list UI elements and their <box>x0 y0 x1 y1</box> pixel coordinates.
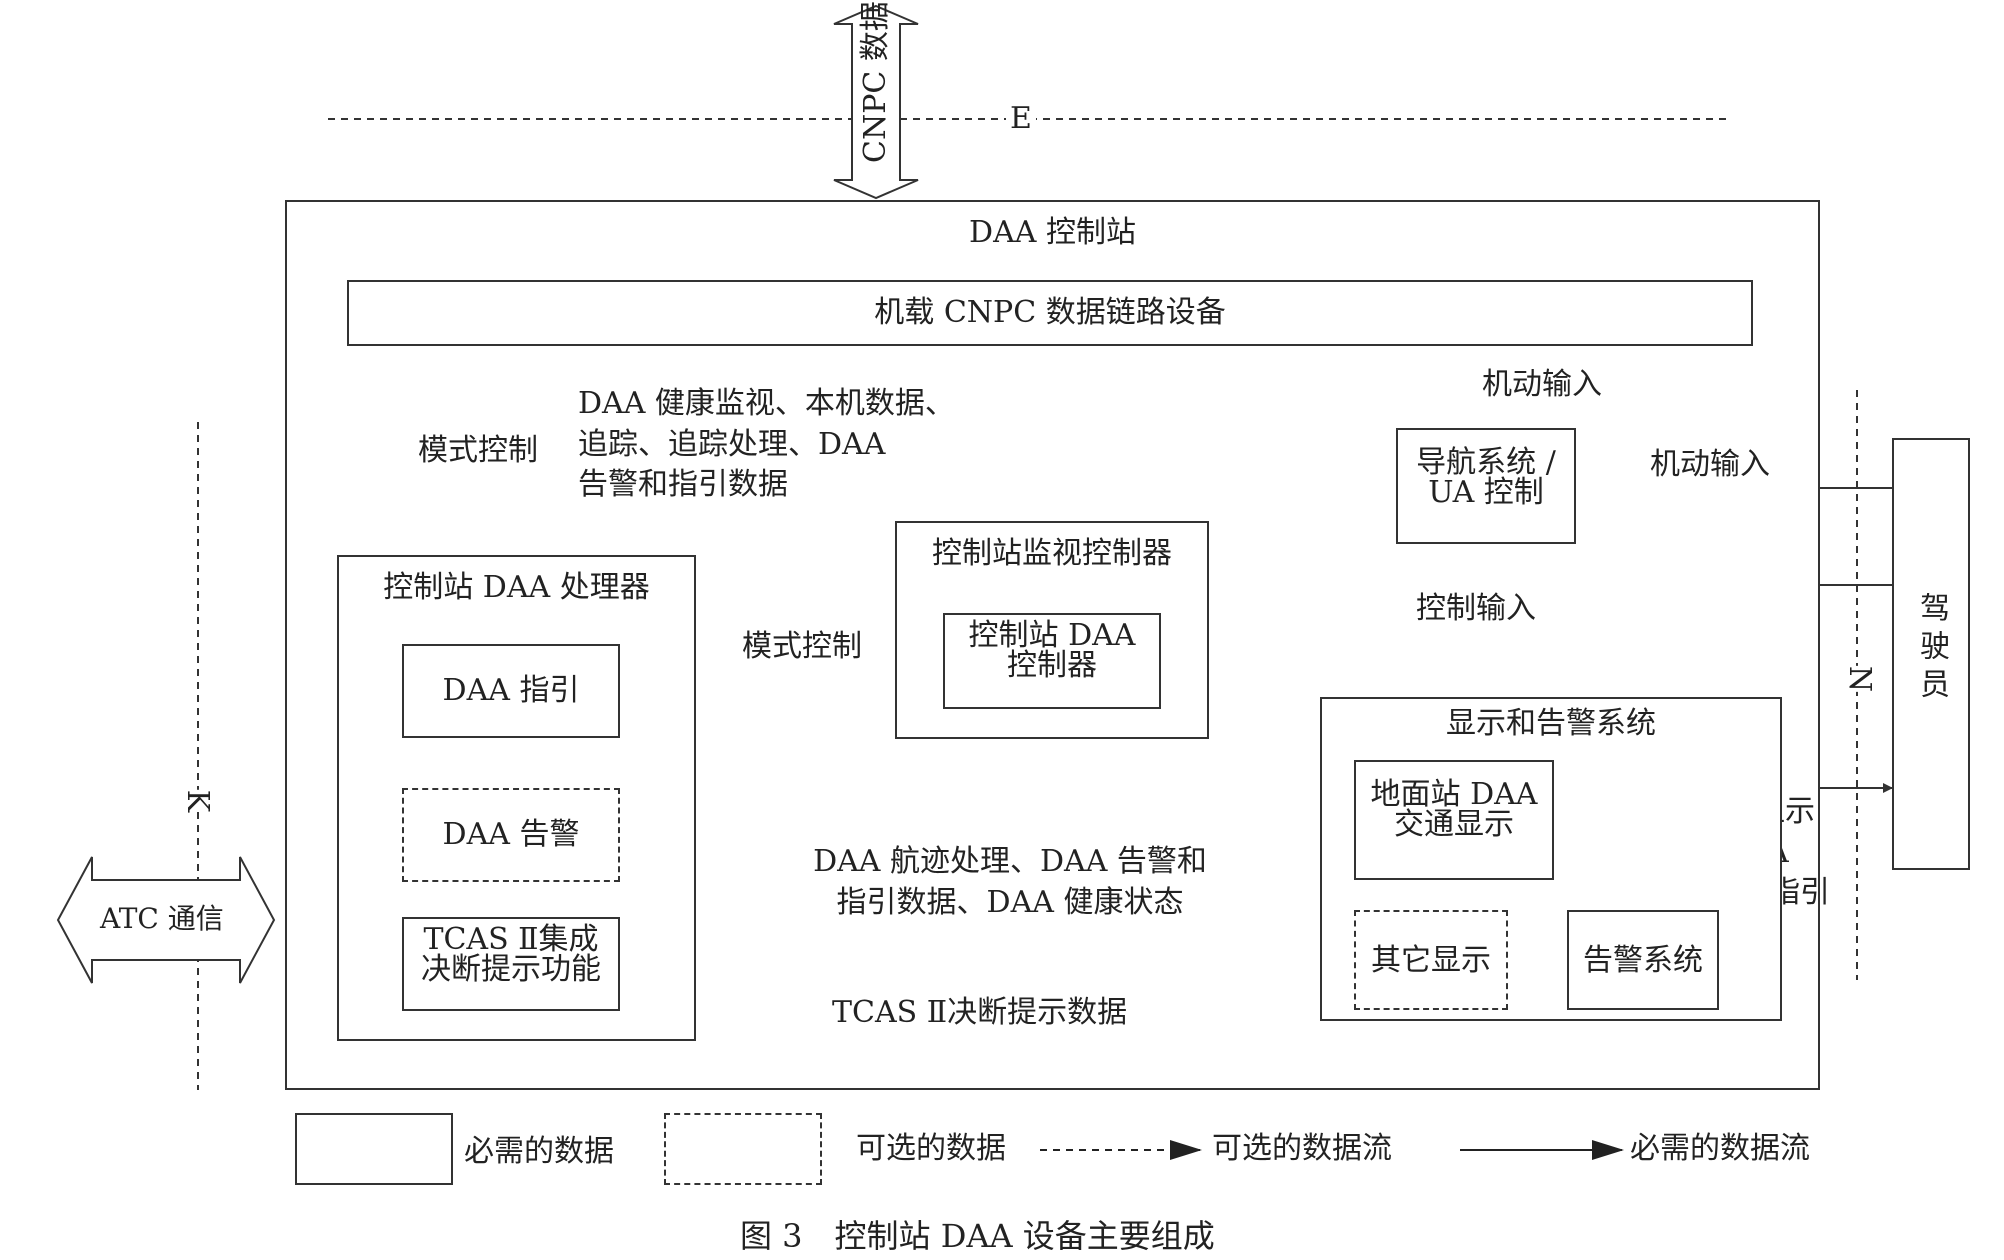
pilot-box: 驾驶员 <box>1892 438 1970 870</box>
mode-control-up-label: 模式控制 <box>418 433 538 468</box>
legend-required-box <box>295 1113 453 1185</box>
nav-ua-control-label: 导航系统 / UA 控制 <box>1416 445 1556 510</box>
daa-alert-box: DAA 告警 <box>402 788 620 882</box>
traffic-display-box: 地面站 DAA 交通显示 <box>1354 760 1554 880</box>
track-data-label: DAA 航迹处理、DAA 告警和 指引数据、DAA 健康状态 <box>813 844 1207 920</box>
maneuver-up-label: 机动输入 <box>1482 367 1602 402</box>
other-display-label: 其它显示 <box>1371 943 1491 978</box>
nav-ua-control-box: 导航系统 / UA 控制 <box>1396 428 1576 544</box>
datalink-box: 机载 CNPC 数据链路设备 <box>347 280 1753 346</box>
monitor-controller-title: 控制站监视控制器 <box>932 536 1172 571</box>
boundary-e-label: E <box>1006 104 1036 134</box>
daa-controller-box: 控制站 DAA 控制器 <box>943 613 1161 709</box>
maneuver-pilot-label: 机动输入 <box>1650 447 1770 482</box>
daa-data-down-label: DAA 健康监视、本机数据、 追踪、追踪处理、DAA 告警和指引数据 <box>578 386 955 502</box>
traffic-display-box-label: 地面站 DAA 交通显示 <box>1370 777 1538 842</box>
atc-label: ATC 通信 <box>100 902 224 935</box>
tcas-function-box: TCAS Ⅱ集成 决断提示功能 <box>402 917 620 1011</box>
legend-required-data-label: 必需的数据 <box>464 1134 614 1169</box>
other-display-box: 其它显示 <box>1354 910 1508 1010</box>
daa-alert-label: DAA 告警 <box>442 817 580 852</box>
display-alert-system-title: 显示和告警系统 <box>1446 706 1656 741</box>
atc-double-arrow <box>56 856 276 984</box>
pilot-label: 驾驶员 <box>1914 592 1949 706</box>
tcas-function-label: TCAS Ⅱ集成 决断提示功能 <box>421 922 601 987</box>
tcas-data-label: TCAS Ⅱ决断提示数据 <box>832 995 1128 1030</box>
daa-controller-label: 控制站 DAA 控制器 <box>968 618 1136 683</box>
datalink-label: 机载 CNPC 数据链路设备 <box>874 295 1226 330</box>
legend-optional-box <box>664 1113 822 1185</box>
daa-processor-title: 控制站 DAA 处理器 <box>383 570 650 605</box>
figure-caption: 图 3 控制站 DAA 设备主要组成 <box>740 1217 1215 1255</box>
control-station-title: DAA 控制站 <box>969 215 1136 250</box>
legend-optional-flow-label: 可选的数据流 <box>1212 1131 1392 1166</box>
daa-guidance-box: DAA 指引 <box>402 644 620 738</box>
boundary-k-label: K <box>180 789 216 813</box>
cnpc-label: CNPC 数据 <box>858 1 893 163</box>
mode-control-left-label: 模式控制 <box>742 629 862 664</box>
boundary-n-label: N <box>1842 665 1878 693</box>
control-input-label: 控制输入 <box>1416 591 1536 626</box>
legend-required-flow-label: 必需的数据流 <box>1630 1131 1810 1166</box>
cnpc-double-arrow <box>833 4 919 200</box>
alert-system-box: 告警系统 <box>1567 910 1719 1010</box>
alert-system-label: 告警系统 <box>1583 943 1703 978</box>
legend-optional-data-label: 可选的数据 <box>856 1131 1006 1166</box>
daa-guidance-label: DAA 指引 <box>442 673 580 708</box>
